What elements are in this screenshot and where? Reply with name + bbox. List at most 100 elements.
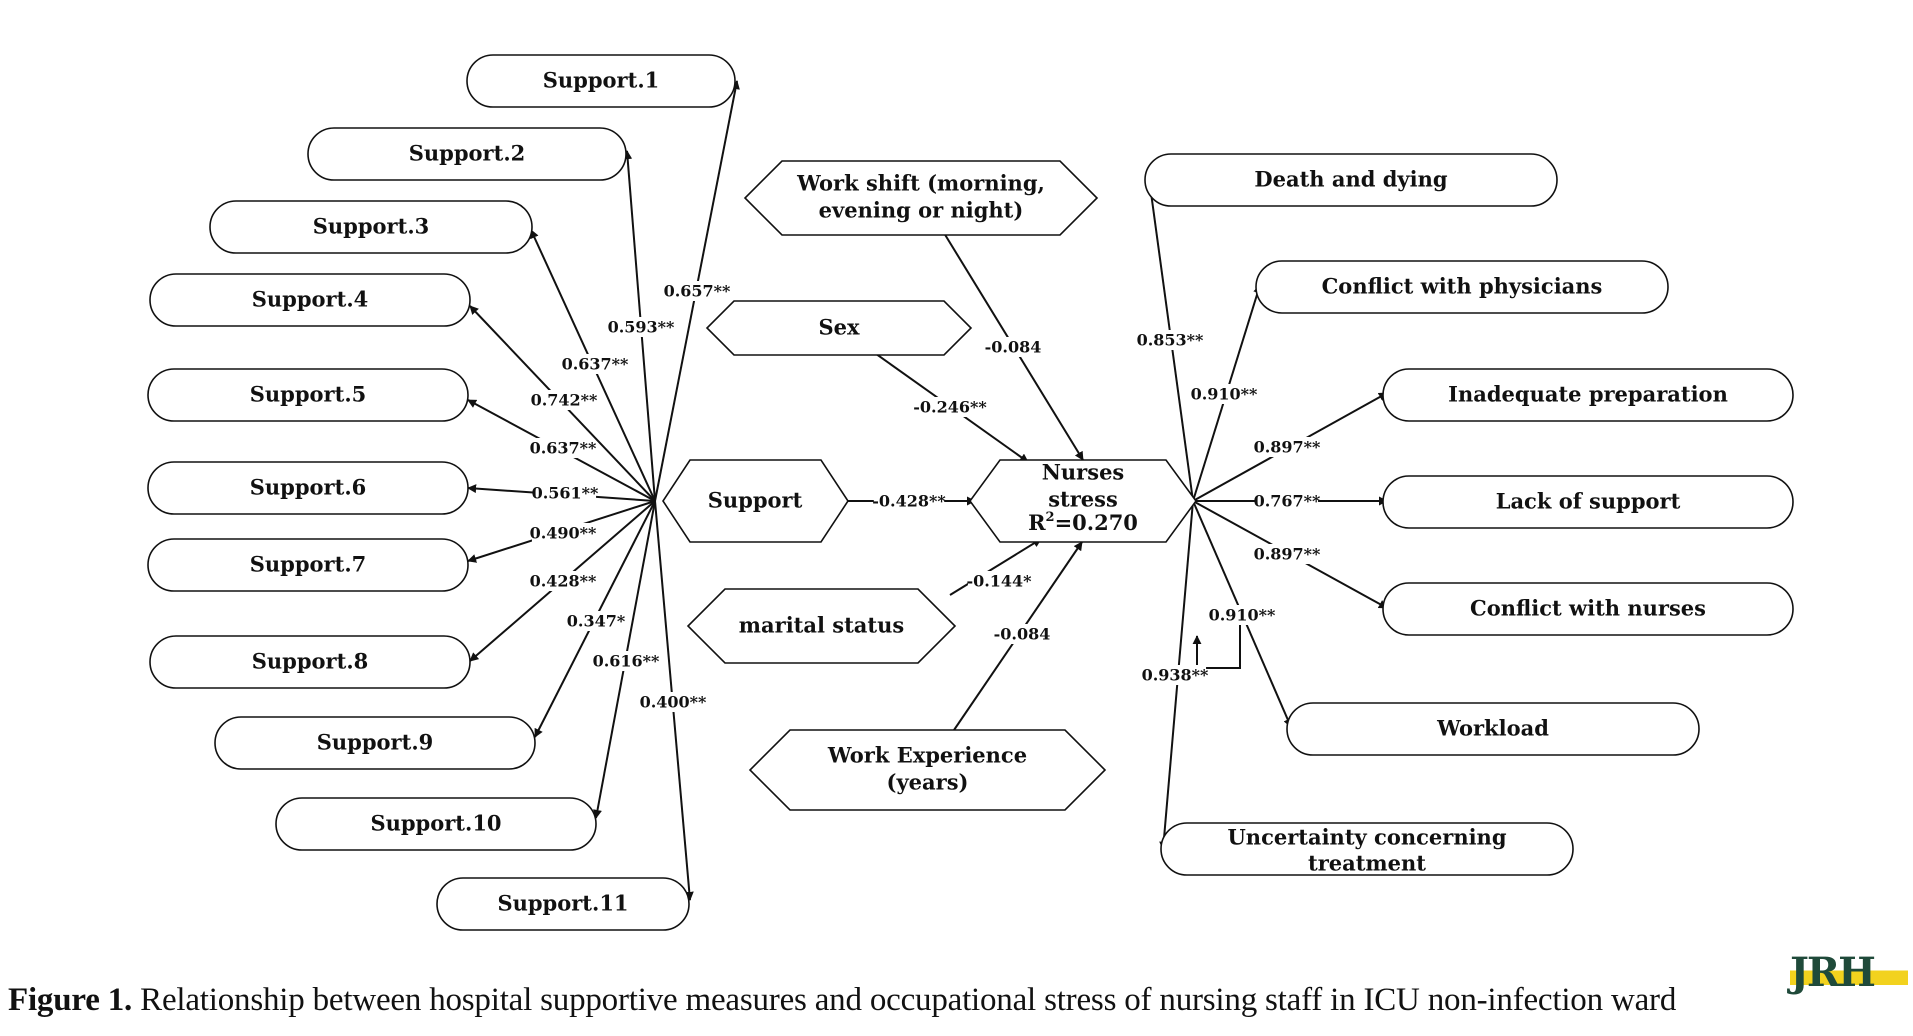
- support-loading-s9-bg: [569, 611, 623, 631]
- covariate-label-workshift-line2: evening or night): [819, 198, 1024, 223]
- support-loading-s6: 0.561**: [532, 484, 599, 503]
- covariate-workshift: [743, 160, 1099, 236]
- coef-workshift-to-stress-bg: [986, 337, 1040, 357]
- coef-support-to-stress: -0.428**: [872, 492, 946, 511]
- stress-loading-r6-bg: [1210, 605, 1274, 625]
- stress-loading-r7-bg: [1143, 665, 1207, 685]
- stress-loading-r1-bg: [1138, 330, 1202, 350]
- figure-caption-text: Relationship between hospital supportive…: [132, 982, 1677, 1018]
- stress-item-r7: [1160, 822, 1574, 876]
- support-item-s11: [436, 877, 690, 931]
- r-squared-label: R2=0.270: [1028, 510, 1138, 535]
- r-squared-value: =0.270: [1055, 510, 1138, 535]
- covariate-label-experience-line2: (years): [887, 770, 969, 795]
- stress-item-label-r1: Death and dying: [1254, 167, 1447, 192]
- stress-item-r5: [1382, 582, 1794, 636]
- coefficient-layer: 0.657**0.593**0.637**0.742**0.637**0.561…: [530, 281, 1321, 712]
- support-loading-s8: 0.428**: [530, 572, 597, 591]
- stress-item-label-r2: Conflict with physicians: [1322, 274, 1603, 299]
- support-node-label: Support: [708, 488, 803, 513]
- journal-logo: JRH: [1790, 952, 1908, 994]
- support-loading-s1-bg: [665, 281, 729, 301]
- stress-item-r4: [1382, 475, 1794, 529]
- stress-loading-r1: 0.853**: [1137, 331, 1204, 350]
- support-item-s7: [147, 538, 469, 592]
- support-item-s6: [147, 461, 469, 515]
- stress-item-r3: [1382, 368, 1794, 422]
- support-loading-s5-bg: [531, 438, 595, 458]
- support-loading-s5: 0.637**: [530, 439, 597, 458]
- nurses-stress-label-line1: Nurses: [1042, 460, 1125, 485]
- support-loading-s4-bg: [532, 390, 596, 410]
- support-loading-s6-bg: [533, 483, 597, 503]
- covariate-marital: [686, 588, 957, 664]
- support-loading-s9: 0.347*: [567, 612, 626, 631]
- covariate-label-workshift-line1: Work shift (morning,: [796, 171, 1045, 196]
- stress-loading-r5: 0.897**: [1254, 545, 1321, 564]
- correlation-bracket: [1192, 615, 1241, 669]
- stress-item-r1: [1144, 153, 1558, 207]
- support-loading-s4: 0.742**: [531, 391, 598, 410]
- support-loading-s10: 0.616**: [593, 652, 660, 671]
- support-item-s1: [466, 54, 736, 108]
- path-marital-to-stress: [949, 538, 1042, 596]
- coef-experience-to-stress-bg: [995, 624, 1049, 644]
- covariate-sex: [705, 300, 973, 356]
- support-item-label-s9: Support.9: [317, 730, 434, 755]
- coef-experience-to-stress: -0.084: [994, 625, 1051, 644]
- support-item-label-s4: Support.4: [252, 287, 369, 312]
- nurses-stress-node: [969, 459, 1197, 543]
- support-loading-s7: 0.490**: [530, 524, 597, 543]
- stress-loading-r7: 0.938**: [1142, 666, 1209, 685]
- stress-loading-r6: 0.910**: [1209, 606, 1276, 625]
- coef-sex-to-stress-bg: [914, 397, 986, 417]
- coef-marital-to-stress: -0.144*: [966, 572, 1032, 591]
- support-loading-s7-bg: [531, 523, 595, 543]
- stress-loading-r3: 0.897**: [1254, 438, 1321, 457]
- support-item-s3: [209, 200, 533, 254]
- coef-support-to-stress-bg: [873, 491, 945, 511]
- support-item-label-s5: Support.5: [250, 382, 367, 407]
- support-item-s8: [149, 635, 471, 689]
- support-item-label-s11: Support.11: [497, 891, 628, 916]
- stress-loading-r2-bg: [1192, 384, 1256, 404]
- covariate-label-experience-line1: Work Experience: [827, 743, 1027, 768]
- r-squared-symbol: R: [1028, 510, 1046, 535]
- support-item-s5: [147, 368, 469, 422]
- support-loading-s11-bg: [641, 692, 705, 712]
- stress-loading-r4: 0.767**: [1254, 492, 1321, 511]
- support-item-label-s6: Support.6: [250, 475, 367, 500]
- support-item-label-s7: Support.7: [250, 552, 367, 577]
- stress-item-r6: [1286, 702, 1700, 756]
- stress-item-label-r7-line1: Uncertainty concerning: [1227, 825, 1506, 850]
- support-loading-s10-bg: [594, 651, 658, 671]
- figure-caption-label: Figure 1.: [8, 982, 133, 1018]
- support-item-label-s10: Support.10: [370, 811, 501, 836]
- figure-caption: Figure 1. Relationship between hospital …: [8, 982, 1908, 1019]
- stress-item-label-r3: Inadequate preparation: [1448, 382, 1728, 407]
- stress-item-r2: [1255, 260, 1669, 314]
- stress-item-label-r5: Conflict with nurses: [1470, 596, 1706, 621]
- support-loading-s2-bg: [609, 317, 673, 337]
- stress-item-label-r6: Workload: [1436, 716, 1549, 741]
- support-item-s9: [214, 716, 536, 770]
- support-item-label-s3: Support.3: [313, 214, 430, 239]
- support-loading-s8-bg: [531, 571, 595, 591]
- node-layer: Support.1Support.2Support.3Support.4Supp…: [147, 54, 1794, 931]
- covariate-experience: [748, 729, 1107, 811]
- support-node: [662, 459, 849, 543]
- stress-item-label-r4: Lack of support: [1496, 489, 1681, 514]
- support-item-label-s1: Support.1: [543, 68, 660, 93]
- nurses-stress-label-line2: stress: [1048, 487, 1118, 512]
- support-item-s2: [307, 127, 627, 181]
- support-item-label-s8: Support.8: [252, 649, 369, 674]
- support-loading-s3-bg: [563, 354, 627, 374]
- support-loading-s11: 0.400**: [640, 693, 707, 712]
- support-loading-s3: 0.637**: [562, 355, 629, 374]
- stress-item-label-r7-line2: treatment: [1308, 851, 1426, 876]
- coef-sex-to-stress: -0.246**: [913, 398, 987, 417]
- support-item-label-s2: Support.2: [409, 141, 526, 166]
- stress-loading-r5-bg: [1255, 544, 1319, 564]
- coef-workshift-to-stress: -0.084: [985, 338, 1042, 357]
